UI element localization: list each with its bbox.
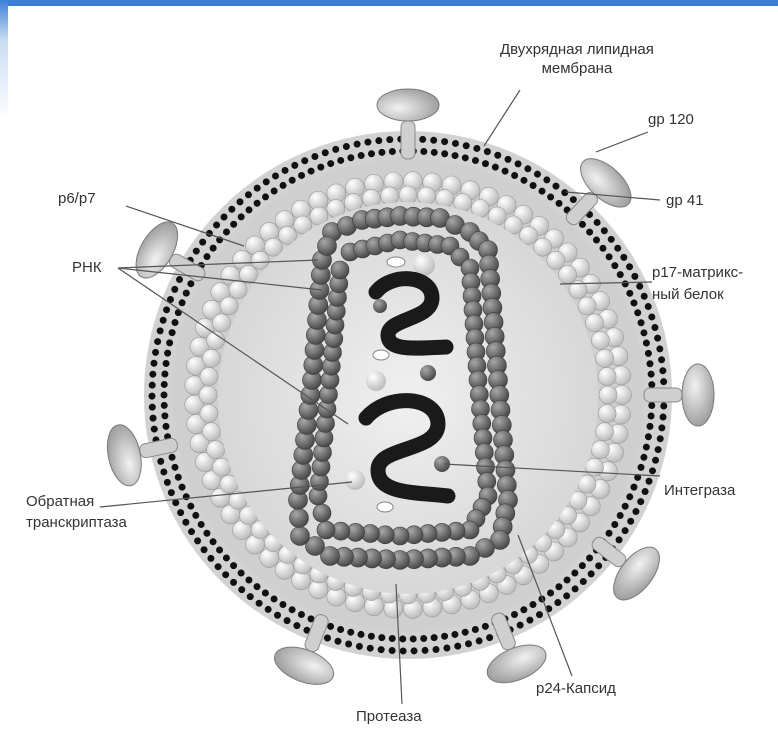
matrix-protein-sphere [264,238,282,256]
capsid-protein-sphere [313,504,331,522]
label-gp41: gp 41 [666,191,704,210]
matrix-protein-sphere [591,331,609,349]
protease-particle [373,350,389,360]
enzyme-particle [366,371,386,391]
matrix-protein-sphere [399,186,417,204]
matrix-protein-sphere [213,458,231,476]
label-rna: РНК [72,258,102,277]
capsid-protein-sphere [291,527,310,546]
gp41-stalk [644,388,682,402]
label-protease: Протеаза [356,707,422,726]
capsid-protein-sphere [290,509,309,528]
matrix-protein-sphere [578,297,596,315]
matrix-protein-sphere [202,423,220,441]
matrix-protein-sphere [586,458,604,476]
matrix-protein-sphere [559,266,577,284]
label-lipid-membrane: Двухрядная липидная мембрана [500,40,654,78]
protease-particle [377,502,393,512]
label-integrase: Интеграза [664,481,735,500]
capsid-protein-sphere [318,237,337,256]
matrix-protein-sphere [418,187,436,205]
matrix-protein-sphere [591,441,609,459]
matrix-protein-sphere [547,251,565,269]
label-reverse-transcriptase-text: Обратная транскриптаза [26,493,127,531]
matrix-protein-sphere [199,386,217,404]
label-p24-capsid: p24-Капсид [536,679,616,698]
label-p17-matrix: p17-матрикс- ный белок [652,262,743,306]
matrix-protein-sphere [599,386,617,404]
matrix-protein-sphere [596,423,614,441]
matrix-protein-sphere [251,251,269,269]
matrix-protein-sphere [200,368,218,386]
matrix-protein-sphere [596,349,614,367]
matrix-protein-sphere [200,405,218,423]
matrix-protein-sphere [213,314,231,332]
matrix-protein-sphere [220,297,238,315]
matrix-protein-sphere [207,441,225,459]
protease-particle [387,257,405,267]
gp41-stalk [401,121,415,159]
matrix-protein-sphere [598,368,616,386]
gp120-knob [102,422,146,489]
matrix-protein-sphere [202,349,220,367]
capsid-protein-sphere [331,261,349,279]
leader-gp120 [596,132,648,152]
integrase-particle [420,365,436,381]
label-gp120: gp 120 [648,110,694,129]
label-lipid-membrane-text: Двухрядная липидная мембрана [500,41,654,77]
gp120-knob [682,364,714,426]
matrix-protein-sphere [229,281,247,299]
reverse-transcriptase-particle [345,470,365,490]
label-p6p7: p6/p7 [58,189,96,208]
capsid-protein-sphere [317,521,335,539]
gp120-knob [269,640,338,692]
integrase-particle [373,299,387,313]
label-reverse-transcriptase: Обратная транскриптаза [26,491,127,533]
matrix-protein-sphere [586,314,604,332]
label-p17-matrix-text: p17-матрикс- ный белок [652,264,743,303]
matrix-protein-sphere [598,405,616,423]
matrix-protein-sphere [534,238,552,256]
leader-membrane [484,90,520,146]
gp120-knob [377,89,439,121]
matrix-protein-sphere [381,187,399,205]
